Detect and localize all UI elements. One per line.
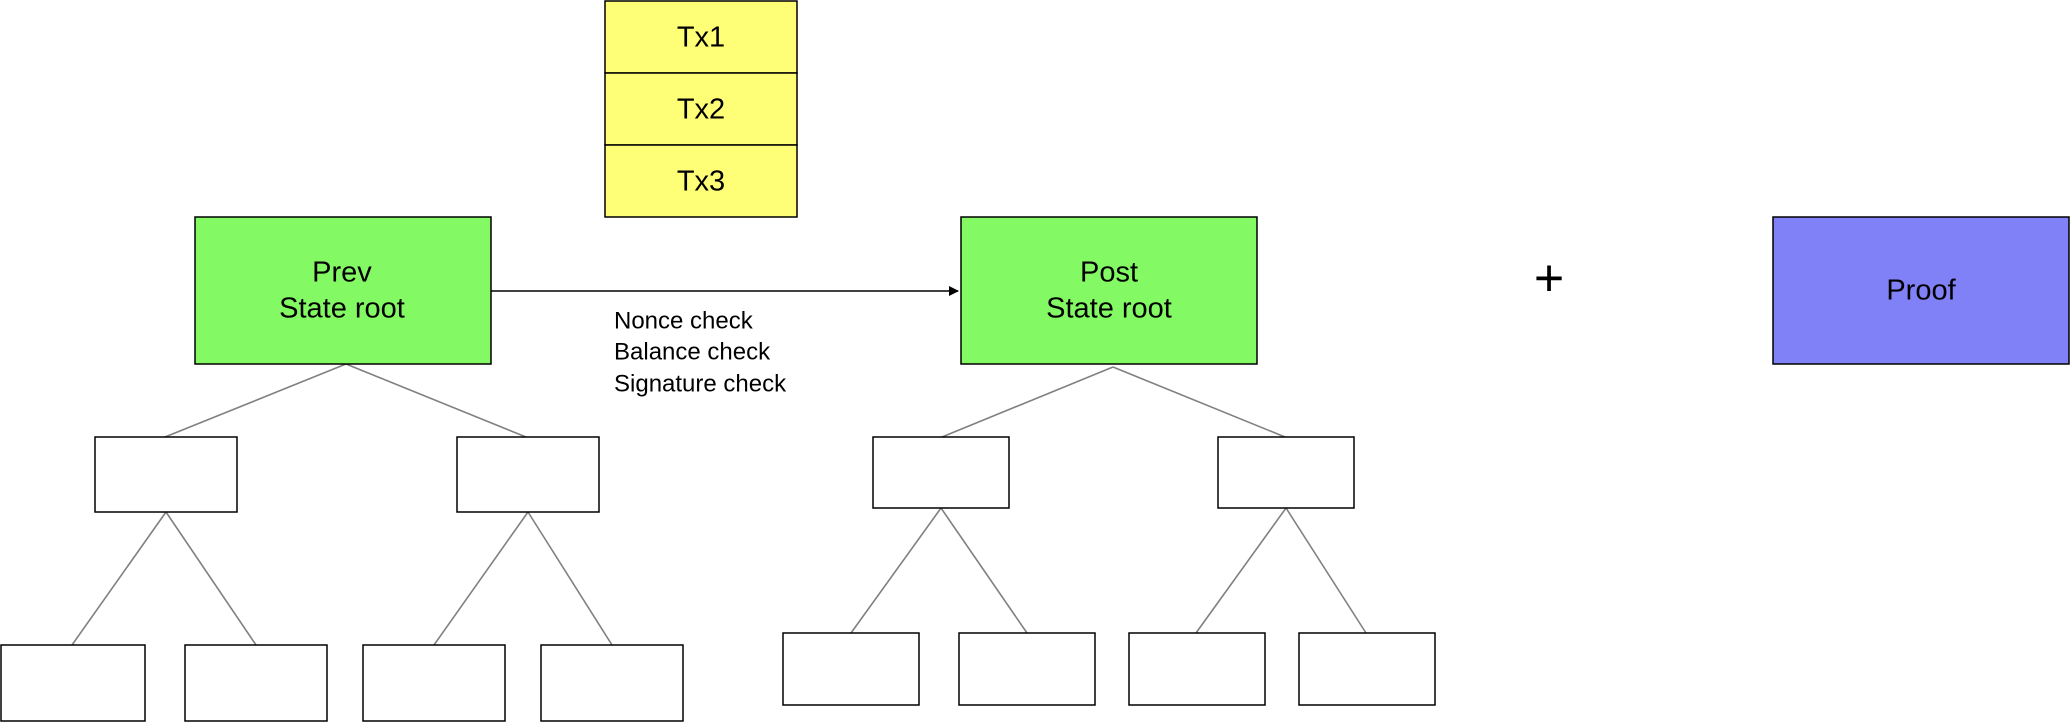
prev-merkle-tree bbox=[0, 436, 684, 722]
tree-leaf bbox=[958, 632, 1096, 706]
plus-sign: + bbox=[1534, 250, 1564, 308]
tree-edge bbox=[164, 363, 347, 438]
check-item: Nonce check bbox=[614, 307, 754, 334]
tree-node bbox=[1217, 436, 1355, 509]
transaction-stack: Tx1 Tx2 Tx3 bbox=[604, 0, 798, 218]
tree-leaf bbox=[782, 632, 920, 706]
post-root-line2: State root bbox=[1046, 293, 1172, 325]
prev-state-root-box bbox=[194, 216, 492, 365]
prev-state-root: Prev State root bbox=[194, 216, 492, 365]
prev-tree-edges bbox=[71, 363, 613, 646]
tree-node bbox=[94, 436, 238, 513]
tx-label: Tx2 bbox=[677, 94, 725, 126]
tree-edge bbox=[165, 511, 257, 646]
tree-leaf bbox=[1298, 632, 1436, 706]
post-root-line1: Post bbox=[1080, 257, 1138, 289]
post-state-root-box bbox=[960, 216, 1258, 365]
tx-label: Tx3 bbox=[677, 166, 725, 198]
post-tree-edges bbox=[850, 366, 1367, 634]
prev-root-line2: State root bbox=[279, 293, 405, 325]
tree-edge bbox=[1285, 507, 1367, 634]
check-list: Nonce check Balance check Signature chec… bbox=[614, 307, 787, 397]
tree-node bbox=[456, 436, 600, 513]
tree-edge bbox=[345, 363, 527, 438]
tree-leaf bbox=[0, 644, 146, 722]
proof-box bbox=[1772, 216, 2070, 365]
prev-root-line1: Prev bbox=[312, 257, 372, 289]
tx-box bbox=[604, 0, 798, 74]
tree-edge bbox=[850, 507, 942, 634]
tree-edge bbox=[527, 511, 613, 646]
post-merkle-tree bbox=[782, 436, 1436, 706]
tree-leaf bbox=[540, 644, 684, 722]
tx-box bbox=[604, 144, 798, 218]
tx-label: Tx1 bbox=[677, 22, 725, 54]
tree-edge bbox=[940, 507, 1028, 634]
check-item: Signature check bbox=[614, 370, 787, 397]
tree-edge bbox=[941, 366, 1114, 438]
tree-leaf bbox=[362, 644, 506, 722]
tree-edge bbox=[433, 511, 529, 646]
tree-node bbox=[872, 436, 1010, 509]
tree-edge bbox=[1195, 507, 1287, 634]
tree-edge bbox=[1112, 366, 1286, 438]
tree-leaf bbox=[184, 644, 328, 722]
tx-box bbox=[604, 72, 798, 146]
tree-leaf bbox=[1128, 632, 1266, 706]
proof-label: Proof bbox=[1886, 275, 1956, 307]
post-state-root: Post State root bbox=[960, 216, 1258, 365]
proof: Proof bbox=[1772, 216, 2070, 365]
tree-edge bbox=[71, 511, 167, 646]
check-item: Balance check bbox=[614, 338, 771, 365]
